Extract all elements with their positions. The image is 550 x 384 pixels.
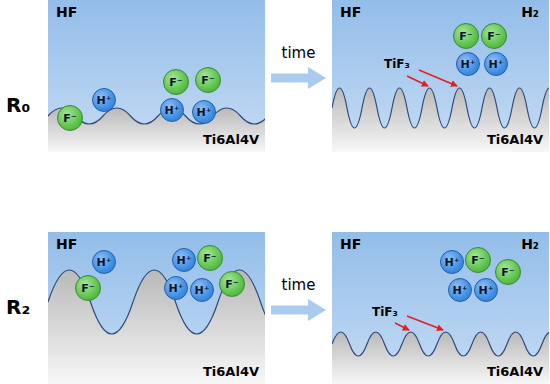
edge-label: time: [280, 45, 318, 62]
ion-label: H⁺: [194, 285, 209, 296]
ion-circle: H⁺: [164, 276, 188, 300]
row-label: R₀: [6, 94, 30, 117]
ion-label: H⁺: [478, 285, 493, 296]
ion-circle: F⁻: [219, 271, 245, 297]
product-label: TiF₃: [384, 58, 410, 72]
alloy-surface: [332, 88, 549, 152]
ion-label: H⁺: [96, 257, 111, 268]
reaction-panel: HF H₂ Ti6Al4V H⁺ F⁻ H⁺ H⁺ F⁻: [332, 232, 549, 384]
ion-label: F⁻: [203, 253, 216, 264]
ion-circle: F⁻: [57, 105, 83, 131]
ion-label: F⁻: [201, 75, 214, 86]
panel-art: [48, 232, 265, 384]
alloy-surface: [332, 332, 549, 384]
ion-circle: H⁺: [192, 100, 216, 124]
ion-label: F⁻: [501, 267, 514, 278]
ion-label: F⁻: [459, 31, 472, 42]
panel-label: HF: [340, 236, 361, 252]
ion-circle: F⁻: [197, 245, 223, 271]
edge-label: time: [280, 277, 318, 294]
ion-circle: F⁻: [163, 69, 189, 95]
ion-label: H⁺: [444, 257, 459, 268]
ion-circle: H⁺: [190, 278, 214, 302]
ion-label: H⁺: [164, 105, 179, 116]
ion-circle: F⁻: [195, 67, 221, 93]
leader-arrow: [407, 316, 443, 330]
leader-arrow: [395, 323, 409, 330]
ion-circle: F⁻: [75, 275, 101, 301]
ion-label: H⁺: [460, 59, 475, 70]
surface-profile: [48, 270, 265, 334]
ion-circle: H⁺: [160, 98, 184, 122]
panel-label: Ti6Al4V: [487, 133, 543, 148]
ion-label: F⁻: [487, 31, 500, 42]
panel-art: [332, 0, 549, 152]
ion-label: H⁺: [488, 59, 503, 70]
panel-label: Ti6Al4V: [487, 365, 543, 380]
panel-label: HF: [56, 4, 77, 20]
ion-circle: H⁺: [484, 52, 508, 76]
leader-arrow: [419, 70, 457, 86]
reaction-panel: HF Ti6Al4V H⁺ F⁻ F⁻ F⁻ H⁺ H⁺: [48, 0, 265, 152]
ion-circle: H⁺: [92, 88, 116, 112]
time-arrow: [271, 74, 308, 83]
panel-label: Ti6Al4V: [203, 365, 259, 380]
surface-profile: [332, 88, 549, 128]
reaction-panel: HF H₂ Ti6Al4V F⁻ F⁻ H⁺ H⁺: [332, 0, 549, 152]
ion-label: H⁺: [176, 255, 191, 266]
ion-circle: F⁻: [481, 23, 507, 49]
ion-circle: F⁻: [453, 23, 479, 49]
time-arrow: [271, 306, 308, 315]
reaction-panel: HF Ti6Al4V H⁺ F⁻ H⁺ F⁻ H⁺ H⁺ F⁻: [48, 232, 265, 384]
ion-label: F⁻: [471, 255, 484, 266]
panel-label: H₂: [521, 236, 539, 252]
ion-label: H⁺: [452, 285, 467, 296]
ion-label: F⁻: [63, 113, 76, 124]
row-label: R₂: [6, 296, 30, 319]
ion-circle: H⁺: [456, 52, 480, 76]
ion-circle: H⁺: [172, 248, 196, 272]
ion-label: H⁺: [196, 107, 211, 118]
panel-label: H₂: [521, 4, 539, 20]
ion-circle: F⁻: [495, 259, 521, 285]
alloy-surface: [48, 270, 265, 384]
surface-profile: [332, 332, 549, 356]
ion-label: H⁺: [168, 283, 183, 294]
panel-art: [48, 0, 265, 152]
ion-circle: H⁺: [440, 250, 464, 274]
ion-circle: H⁺: [448, 278, 472, 302]
ion-circle: F⁻: [465, 247, 491, 273]
ion-label: F⁻: [169, 77, 182, 88]
ion-circle: H⁺: [92, 250, 116, 274]
ion-label: F⁻: [225, 279, 238, 290]
leader-arrow: [407, 76, 428, 86]
panel-label: Ti6Al4V: [203, 133, 259, 148]
ion-circle: H⁺: [474, 278, 498, 302]
ion-label: H⁺: [96, 95, 111, 106]
ion-label: F⁻: [81, 283, 94, 294]
product-label: TiF₃: [372, 306, 398, 320]
panel-art: [332, 232, 549, 384]
panel-label: HF: [56, 236, 77, 252]
panel-label: HF: [340, 4, 361, 20]
